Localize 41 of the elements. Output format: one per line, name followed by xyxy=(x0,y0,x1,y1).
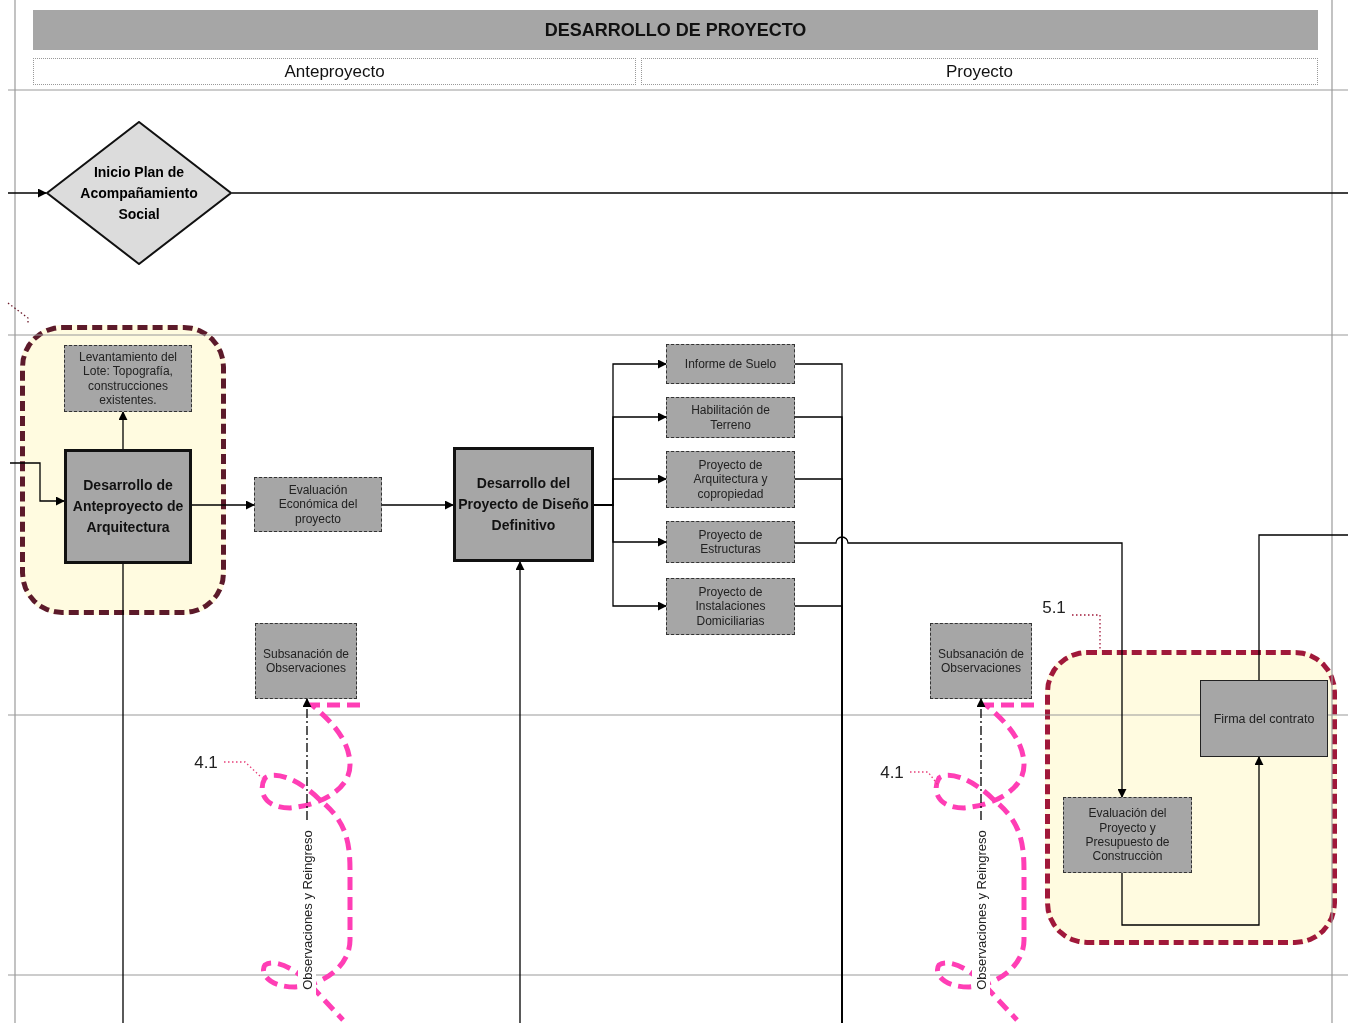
arrow xyxy=(7,188,47,198)
arrow xyxy=(381,500,454,510)
leader-line xyxy=(1071,614,1101,651)
connector-line xyxy=(794,605,843,1023)
connector-line xyxy=(231,192,1348,194)
leader-line xyxy=(909,771,939,786)
column-header: Anteproyecto xyxy=(33,58,636,85)
task-box: Levantamiento del Lote: Topografía, construcciones existentes. xyxy=(64,345,192,412)
callout-number: 4.1 xyxy=(874,762,910,784)
dashed-region xyxy=(1045,650,1337,945)
title-bar: DESARROLLO DE PROYECTO xyxy=(33,10,1318,50)
task-box: Evaluación Económica del proyecto xyxy=(254,477,382,532)
arrow xyxy=(118,411,128,450)
dashed-region xyxy=(20,325,226,615)
arrow xyxy=(794,536,1127,798)
decision-diamond: Inicio Plan de Acompañamiento Social xyxy=(46,121,232,265)
task-box: Proyecto de Estructuras xyxy=(666,521,795,563)
task-box: Habilitación de Terreno xyxy=(666,397,795,438)
process-box: Desarrollo del Proyecto de Diseño Definitivo xyxy=(453,447,594,562)
arrow xyxy=(593,504,667,611)
task-box: Subsanación de Observaciones xyxy=(255,623,357,699)
arrow xyxy=(302,698,312,821)
arrow xyxy=(976,698,986,821)
leader-line xyxy=(7,302,29,326)
arrow xyxy=(9,462,65,506)
connector-line xyxy=(122,563,124,1023)
arrow xyxy=(191,500,255,510)
connector-line xyxy=(1258,534,1348,681)
column-header: Proyecto xyxy=(641,58,1318,85)
process-box: Firma del contrato xyxy=(1200,680,1328,757)
callout-number: 5.1 xyxy=(1036,597,1072,619)
arrow xyxy=(1121,756,1264,926)
task-box: Proyecto de Arquitectura y copropiedad xyxy=(666,451,795,508)
task-box: Evaluación del Proyecto y Presupuesto de Construcciòn xyxy=(1063,797,1192,873)
task-box: Subsanación de Observaciones xyxy=(930,623,1032,699)
callout-number: 4.1 xyxy=(188,752,224,774)
task-box: Informe de Suelo xyxy=(666,344,795,384)
process-box: Desarrollo de Anteproyecto de Arquitectura xyxy=(64,449,192,564)
leader-line xyxy=(223,761,263,779)
task-box: Proyecto de Instalaciones Domiciliarias xyxy=(666,578,795,635)
arrow xyxy=(515,561,525,1023)
